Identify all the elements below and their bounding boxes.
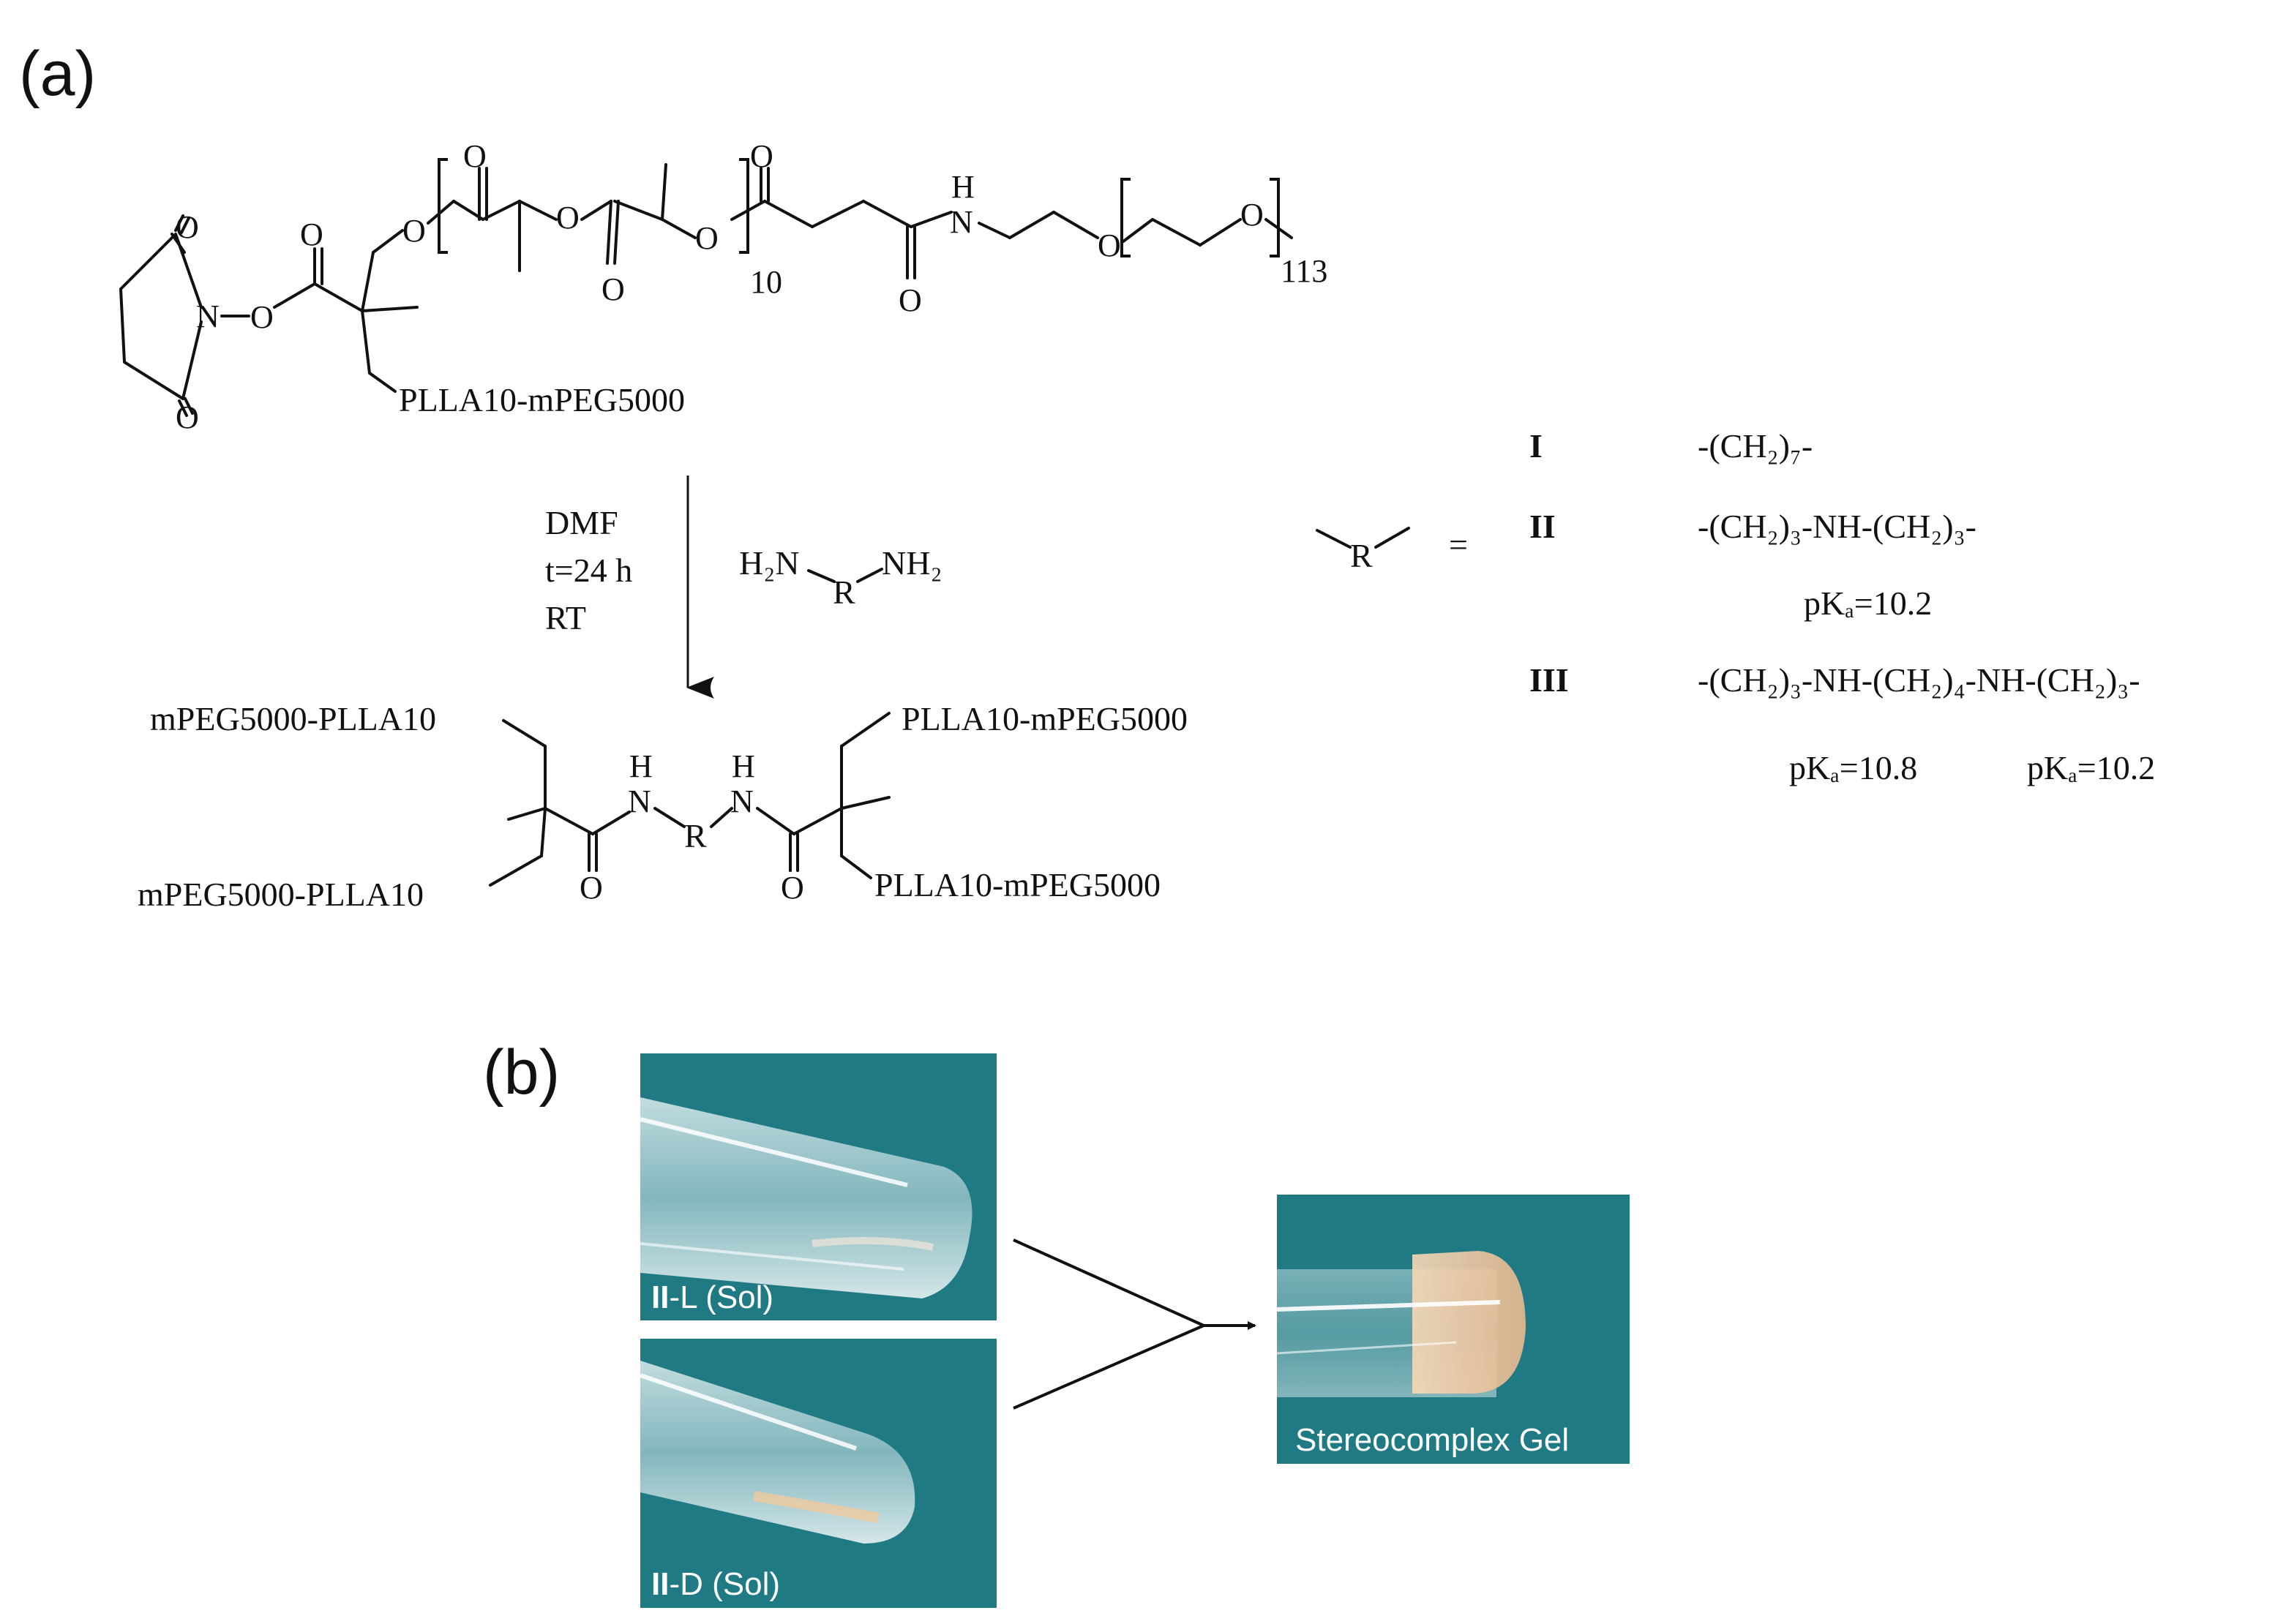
atom-o: O [1098,228,1121,263]
product-chain-right-bottom: PLLA10-mPEG5000 [874,866,1161,903]
r-def-i-formula: -(CH₂)₇- [1698,427,1813,465]
panel-a-label: (a) [19,39,96,109]
photo-stereocomplex-gel: Stereocomplex Gel [1276,1195,1630,1464]
atom-o: O [556,200,580,236]
product-chain-right-top: PLLA10-mPEG5000 [902,700,1188,737]
r-def-iii-numeral: III [1529,661,1569,699]
merge-arrow [1013,1238,1256,1410]
r-def-iii-pka-1: pKₐ=10.8 [1789,749,1917,786]
product-linker-r: R [684,817,707,854]
r-def-iii-formula: -(CH₂)₃-NH-(CH₂)₄-NH-(CH₂)₃- [1698,661,2140,699]
photo-ii-l-sol: II-L (Sol) [640,1053,997,1320]
reagent-r: R [833,574,855,611]
condition-solvent: DMF [545,504,618,541]
atom-o: O [781,870,804,906]
atom-o: O [300,217,323,252]
atom-o: O [402,213,426,249]
product-structure: mPEG5000-PLLA10 mPEG5000-PLLA10 PLLA10-m… [138,700,1188,913]
atom-n: N [628,783,651,819]
r-symbol: R [1350,537,1373,574]
repeat-lactide: 10 [750,264,782,300]
panel-b-label: (b) [483,1037,560,1108]
atom-o: O [580,870,603,906]
r-def-i-numeral: I [1529,427,1543,465]
side-chain-label: PLLA10-mPEG5000 [399,381,685,418]
r-def-ii-pka: pKₐ=10.2 [1804,584,1932,622]
photo-ii-d-sol: II-D (Sol) [640,1339,997,1608]
atom-n: N [196,298,220,334]
atom-o: O [1240,197,1264,233]
diamine-reagent: H₂N R NH₂ [739,544,942,611]
atom-o: O [463,138,487,174]
reagent-left-amine: H₂N [739,544,799,582]
atom-o: O [176,399,199,435]
atom-o: O [250,299,274,335]
atom-h: H [951,169,975,205]
atom-h: H [732,748,755,784]
atom-o: O [695,220,719,256]
atom-o: O [602,271,625,307]
photo-caption: II-D (Sol) [651,1566,780,1602]
photo-caption: II-L (Sol) [651,1279,773,1315]
r-def-ii-numeral: II [1529,508,1556,545]
r-def-iii-pka-2: pKₐ=10.2 [2027,749,2155,786]
atom-o: O [899,282,922,318]
condition-temperature: RT [545,599,586,636]
atom-n: N [950,204,973,240]
product-chain-left-top: mPEG5000-PLLA10 [150,700,436,737]
reagent-right-amine: NH₂ [882,544,942,582]
atom-o: O [750,138,773,174]
product-chain-left-bottom: mPEG5000-PLLA10 [138,876,424,913]
repeat-peg: 113 [1281,253,1327,289]
r-def-ii-formula: -(CH₂)₃-NH-(CH₂)₃- [1698,508,1976,545]
atom-o: O [176,209,199,245]
reaction-conditions: DMF t=24 h RT [545,504,632,636]
atom-h: H [629,748,653,784]
condition-time: t=24 h [545,552,632,589]
r-definitions: R = I -(CH₂)₇- II -(CH₂)₃-NH-(CH₂)₃- pKₐ… [1316,427,2155,786]
nhs-ester-structure: O O N O O O PLLA10-mPEG5000 O O O [119,138,1327,435]
r-equals: = [1449,526,1468,563]
atom-n: N [730,783,754,819]
photo-caption: Stereocomplex Gel [1295,1422,1569,1458]
